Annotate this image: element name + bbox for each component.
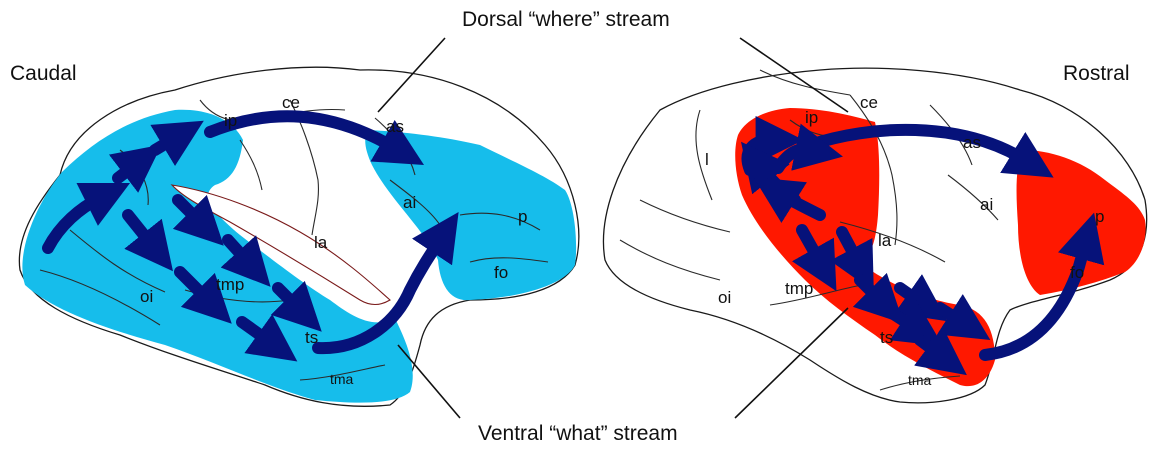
right-label-tmp: tmp bbox=[785, 279, 813, 298]
left-label-oi: oi bbox=[140, 287, 153, 306]
left-label-la: la bbox=[314, 233, 328, 252]
left-label-p: p bbox=[518, 207, 527, 226]
right-label-l: l bbox=[705, 150, 709, 169]
left-label-ce: ce bbox=[282, 93, 300, 112]
left-label-tma: tma bbox=[330, 371, 354, 387]
right-label-tma: tma bbox=[908, 372, 932, 388]
right-label-ai: ai bbox=[980, 195, 993, 214]
right-label-ip: ip bbox=[805, 108, 818, 127]
left-label-ts: ts bbox=[305, 328, 318, 347]
left-label-fo: fo bbox=[494, 263, 508, 282]
left-label-tmp: tmp bbox=[216, 275, 244, 294]
dorsal-stream-label: Dorsal “where” stream bbox=[462, 8, 670, 31]
right-label-fo: fo bbox=[1070, 263, 1084, 282]
ventral-stream-label: Ventral “what” stream bbox=[478, 422, 678, 445]
right-label-p: p bbox=[1095, 207, 1104, 226]
rostral-label: Rostral bbox=[1063, 62, 1130, 85]
left-label-ip: ip bbox=[224, 111, 237, 130]
right-label-ce: ce bbox=[860, 93, 878, 112]
left-brain: ip ce as ai la p fo oi tmp ts tma bbox=[19, 67, 578, 406]
left-label-ai: ai bbox=[403, 193, 416, 212]
caudal-label: Caudal bbox=[10, 62, 77, 85]
right-label-as: as bbox=[963, 133, 981, 152]
right-label-oi: oi bbox=[718, 288, 731, 307]
right-brain: l ip ce as ai la p fo oi tmp ts tma bbox=[603, 68, 1146, 403]
right-label-ts: ts bbox=[880, 328, 893, 347]
left-label-as: as bbox=[386, 117, 404, 136]
right-label-la: la bbox=[878, 231, 892, 250]
